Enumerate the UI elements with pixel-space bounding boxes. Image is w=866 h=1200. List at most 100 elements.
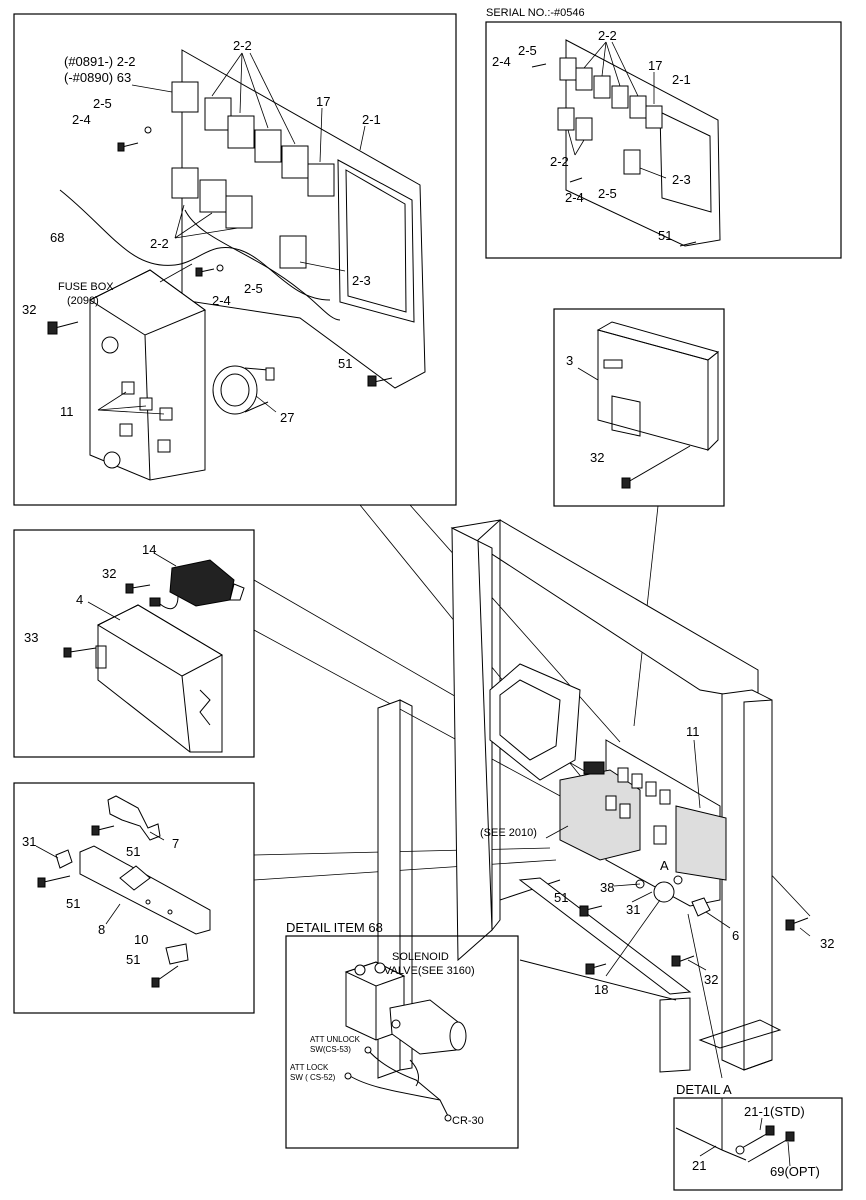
label-2-4-b: 2-4 <box>212 293 231 308</box>
clamp-31 <box>55 849 73 869</box>
label-fuse-box-ref: (2090) <box>67 295 99 307</box>
plate-window <box>337 159 415 323</box>
bracket-label-51a: 51 <box>126 844 140 859</box>
detail-68-att-unlock-2: SW(CS-53) <box>310 1045 351 1054</box>
serial-label-2-2-b: 2-2 <box>550 154 569 169</box>
label-2-3: 2-3 <box>352 273 371 288</box>
label-2-5: 2-5 <box>93 96 112 111</box>
serial-label-2-4-b: 2-4 <box>565 190 584 205</box>
clip-6 <box>691 897 711 917</box>
serial-panel-title: SERIAL NO.:-#0546 <box>486 7 585 19</box>
assembly-label-11: 11 <box>686 724 700 739</box>
serial-label-2-5-b: 2-5 <box>598 186 617 201</box>
assembly-label-31: 31 <box>626 902 640 917</box>
frame-controller <box>559 769 641 861</box>
harness-wire-a <box>349 1075 449 1117</box>
detail-68-solenoid-1: SOLENOID <box>392 951 449 963</box>
cab-frame-assembly: 11 (SEE 2010) 38 51 31 A 6 32 32 18 <box>377 518 834 1079</box>
detail-68-solenoid-2: VALVE(SEE 3160) <box>384 965 475 977</box>
harness-68 <box>59 189 331 301</box>
label-68: 68 <box>50 230 64 245</box>
controller-label-32: 32 <box>590 450 604 465</box>
lower-relay-row <box>171 167 253 229</box>
label-11: 11 <box>60 404 74 419</box>
controller-unit-3 <box>597 329 709 451</box>
module-label-33: 33 <box>24 630 38 645</box>
detail-a-marker: A <box>660 858 669 873</box>
detail-68-frame <box>285 935 519 1149</box>
fuse-box <box>88 269 207 481</box>
detail-68-att-lock-2: SW ( CS-52) <box>290 1073 336 1082</box>
plate-10 <box>165 943 189 965</box>
serial-label-2-5: 2-5 <box>518 43 537 58</box>
serial-label-17: 17 <box>648 58 662 73</box>
detail-a-frame <box>673 1097 843 1191</box>
frame-left-post <box>451 527 493 962</box>
serial-relay-panel: SERIAL NO.:-#0546 2-5 <box>485 7 842 259</box>
assembly-label-51: 51 <box>554 890 568 905</box>
serial-label-2-3: 2-3 <box>672 172 691 187</box>
label-serial-b: (-#0890) 63 <box>64 70 131 85</box>
serial-label-2-4: 2-4 <box>492 54 511 69</box>
bracket-7 <box>107 795 161 841</box>
relay-module-14 <box>149 559 245 610</box>
frame-right-post <box>721 689 773 1071</box>
hour-meter <box>212 365 275 415</box>
detail-a-title: DETAIL A <box>676 1082 732 1097</box>
assembly-label-32b: 32 <box>704 972 718 987</box>
assembly-label-32a: 32 <box>820 936 834 951</box>
detail-a-label-69: 69(OPT) <box>770 1164 820 1179</box>
module-label-32: 32 <box>102 566 116 581</box>
frame-fuse-box <box>675 805 727 881</box>
frame-top-rail <box>450 519 759 701</box>
assembly-label-18: 18 <box>594 982 608 997</box>
upper-relay-row <box>171 81 335 197</box>
assembly-label-6: 6 <box>732 928 739 943</box>
label-27: 27 <box>280 410 294 425</box>
assembly-label-38: 38 <box>600 880 614 895</box>
bracket-label-8: 8 <box>98 922 105 937</box>
detail-68-cr30: CR-30 <box>452 1115 484 1127</box>
module-label-4: 4 <box>76 592 83 607</box>
controller-label-3: 3 <box>566 353 573 368</box>
bracket-label-51b: 51 <box>66 896 80 911</box>
label-2-2-top: 2-2 <box>233 38 252 53</box>
label-2-2-low: 2-2 <box>150 236 169 251</box>
detail-68-title: DETAIL ITEM 68 <box>286 920 383 935</box>
bracket-label-7: 7 <box>172 836 179 851</box>
detail-a: DETAIL A 21-1(STD) 21 69(OPT) <box>673 1082 843 1191</box>
detail-item-68: DETAIL ITEM 68 SOLENOID VALVE(SEE 3160) … <box>285 920 519 1149</box>
serial-label-2-2: 2-2 <box>598 28 617 43</box>
controller-panel-frame <box>553 308 725 507</box>
bracket-label-10: 10 <box>134 932 148 947</box>
label-17: 17 <box>316 94 330 109</box>
label-fuse-box: FUSE BOX <box>58 281 114 293</box>
module-panel: 14 32 4 33 <box>13 529 255 758</box>
serial-leaders <box>531 41 697 247</box>
label-serial-a: (#0891-) 2-2 <box>64 54 136 69</box>
brackets-panel-frame <box>13 782 255 1014</box>
module-label-14: 14 <box>142 542 156 557</box>
brackets-panel: 7 51 31 51 8 10 51 <box>13 782 255 1014</box>
serial-label-2-1: 2-1 <box>672 72 691 87</box>
label-51: 51 <box>338 356 352 371</box>
label-2-4: 2-4 <box>72 112 91 127</box>
serial-panel-frame <box>485 21 842 259</box>
label-2-5-b: 2-5 <box>244 281 263 296</box>
module-unit-4 <box>95 604 224 753</box>
module-panel-frame <box>13 529 255 758</box>
bracket-label-51c: 51 <box>126 952 140 967</box>
detail-68-att-lock-1: ATT LOCK <box>290 1063 329 1072</box>
bracket-8 <box>79 845 211 935</box>
serial-relays <box>557 57 663 175</box>
detail-a-label-21-1: 21-1(STD) <box>744 1104 805 1119</box>
controller-panel: 3 32 <box>553 308 725 507</box>
main-panel-leaders <box>97 52 366 415</box>
detail-a-label-21: 21 <box>692 1158 706 1173</box>
main-panel-bolts <box>47 126 393 387</box>
flasher-unit <box>279 235 307 269</box>
serial-label-51: 51 <box>658 228 672 243</box>
seat-bracket <box>489 663 581 781</box>
detail-68-att-unlock-1: ATT UNLOCK <box>310 1035 361 1044</box>
